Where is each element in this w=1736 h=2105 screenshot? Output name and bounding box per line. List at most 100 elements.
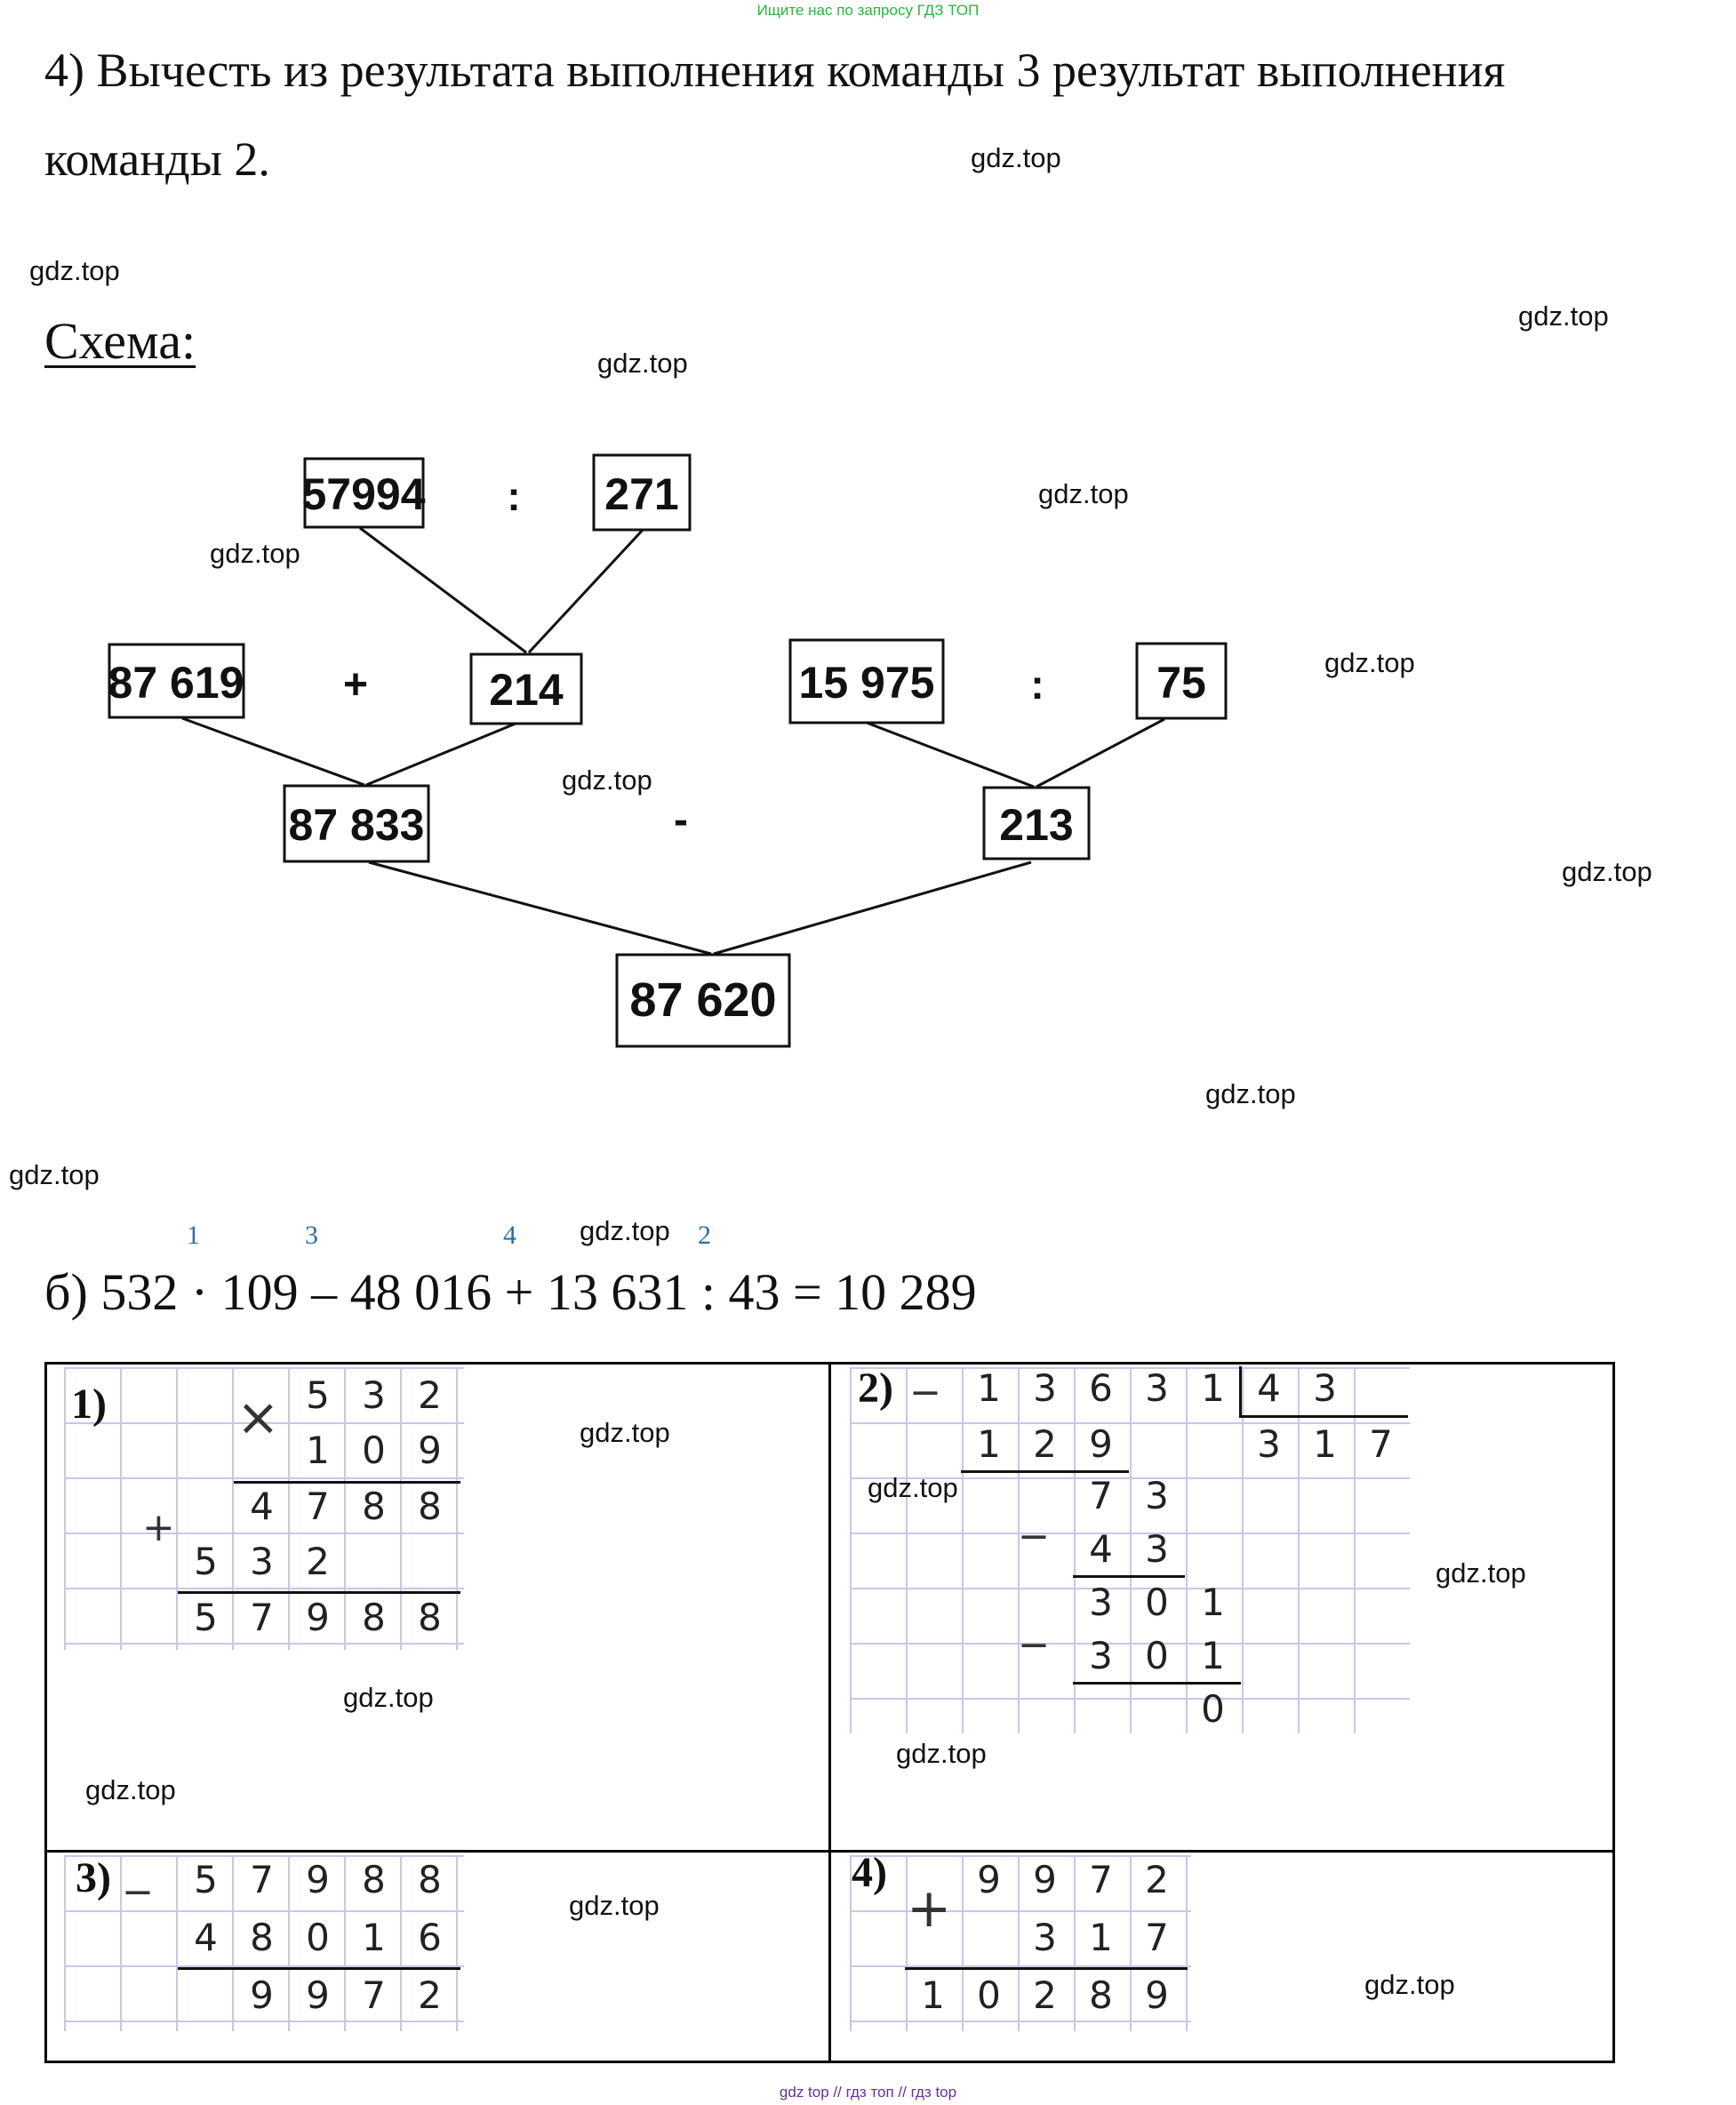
calc-grid-4 — [850, 1855, 1191, 2031]
watermark: gdz.top — [580, 1417, 670, 1448]
underline — [961, 1470, 1129, 1473]
op-division-1: : — [507, 473, 520, 519]
digit: 5 — [194, 1858, 218, 1901]
step-label-4: 4) — [852, 1849, 887, 1896]
digit: 7 — [1089, 1858, 1113, 1901]
digit: 8 — [418, 1485, 442, 1528]
top-banner[interactable]: Ищите нас по запросу ГДЗ ТОП — [756, 2, 980, 19]
digit: 3 — [362, 1373, 386, 1417]
digit: 1 — [977, 1422, 1001, 1466]
digit: 3 — [1145, 1366, 1169, 1410]
bottom-banner[interactable]: gdz top // гдз топ // гдз top — [779, 2084, 957, 2101]
order-marker: 4 — [503, 1221, 516, 1250]
connector — [365, 722, 516, 787]
connector — [368, 860, 712, 956]
box-271-value: 271 — [604, 469, 678, 519]
watermark: gdz.top — [1436, 1557, 1526, 1589]
box-213 — [982, 786, 1091, 860]
digit: 4 — [194, 1916, 218, 1959]
step-label-3: 3) — [76, 1854, 111, 1901]
box-75 — [1135, 642, 1228, 720]
box-87620-value: 87 620 — [629, 973, 776, 1027]
underline — [905, 1967, 1188, 1970]
digit: 5 — [194, 1540, 218, 1583]
op-minus: - — [674, 796, 688, 844]
digit: 1 — [1313, 1422, 1337, 1466]
digit: 8 — [418, 1596, 442, 1639]
task-heading-line2: команды 2. — [44, 132, 270, 186]
box-213-value: 213 — [999, 800, 1073, 850]
digit: 2 — [418, 1373, 442, 1417]
digit: 4 — [1089, 1527, 1113, 1571]
digit: 2 — [306, 1540, 330, 1583]
digit: 0 — [306, 1916, 330, 1959]
watermark: gdz.top — [597, 348, 688, 379]
digit: 0 — [362, 1429, 386, 1472]
box-75-value: 75 — [1156, 658, 1206, 708]
computation-tree: 57994 271 87 619 214 15 975 75 87 833 21… — [108, 453, 1228, 1048]
schema-label: Схема: — [44, 312, 196, 370]
digit: 1 — [921, 1973, 945, 2017]
digit: 3 — [1145, 1474, 1169, 1517]
digit: 7 — [1089, 1474, 1113, 1517]
digit: 1 — [977, 1366, 1001, 1410]
underline — [178, 1591, 460, 1594]
minus-sign: _ — [1022, 1486, 1045, 1540]
digit: 9 — [1089, 1422, 1113, 1466]
digit: 3 — [1033, 1916, 1057, 1959]
box-87619-value: 87 619 — [108, 658, 244, 708]
digit: 9 — [977, 1858, 1001, 1901]
digit: 8 — [362, 1858, 386, 1901]
digit: 1 — [306, 1429, 330, 1472]
minus-sign: _ — [914, 1342, 937, 1396]
digit: 9 — [1145, 1973, 1169, 2017]
watermark: gdz.top — [1562, 856, 1652, 887]
digit: 9 — [1033, 1858, 1057, 1901]
box-87620 — [615, 953, 791, 1048]
step-label-2: 2) — [858, 1365, 893, 1412]
digit: 9 — [306, 1973, 330, 2017]
digit: 2 — [1033, 1973, 1057, 2017]
division-bar — [1239, 1366, 1242, 1418]
watermark: gdz.top — [85, 1774, 176, 1805]
digit: 4 — [1257, 1366, 1281, 1410]
watermark: gdz.top — [868, 1472, 958, 1503]
digit: 5 — [306, 1373, 330, 1417]
box-214 — [469, 652, 583, 725]
digit: 5 — [194, 1596, 218, 1639]
digit: 6 — [1089, 1366, 1113, 1410]
digit: 8 — [1089, 1973, 1113, 2017]
digit: 7 — [1369, 1422, 1393, 1466]
division-line — [1239, 1415, 1408, 1418]
digit: 1 — [1201, 1581, 1225, 1624]
connector — [359, 526, 527, 654]
order-marker: 1 — [187, 1221, 200, 1250]
connector — [181, 716, 365, 787]
calc-panel-4 — [828, 1850, 1615, 2063]
expression: б) 532 · 109 – 48 016 + 13 631 : 43 = 10… — [44, 1263, 977, 1321]
digit: 9 — [306, 1858, 330, 1901]
task-heading-line1: 4) Вычесть из результата выполнения кома… — [44, 44, 1506, 97]
watermark: gdz.top — [1364, 1969, 1455, 2000]
order-marker: 3 — [305, 1221, 318, 1250]
digit: 1 — [1201, 1634, 1225, 1677]
underline — [234, 1481, 460, 1484]
digit: 7 — [250, 1858, 274, 1901]
calc-grid-1 — [64, 1367, 464, 1650]
multiply-sign: × — [236, 1387, 280, 1447]
plus-sign: + — [142, 1505, 175, 1550]
digit: 3 — [1145, 1527, 1169, 1571]
minus-sign: _ — [1022, 1595, 1045, 1648]
digit: 0 — [1201, 1687, 1225, 1731]
watermark: gdz.top — [971, 142, 1061, 173]
connector — [527, 526, 646, 654]
digit: 8 — [418, 1858, 442, 1901]
box-87833 — [283, 784, 430, 863]
watermark: gdz.top — [1205, 1078, 1296, 1109]
digit: 8 — [250, 1916, 274, 1959]
watermark: gdz.top — [562, 764, 652, 796]
digit: 3 — [1257, 1422, 1281, 1466]
op-plus: + — [343, 661, 368, 708]
digit: 7 — [362, 1973, 386, 2017]
calc-grid-3 — [64, 1855, 464, 2031]
